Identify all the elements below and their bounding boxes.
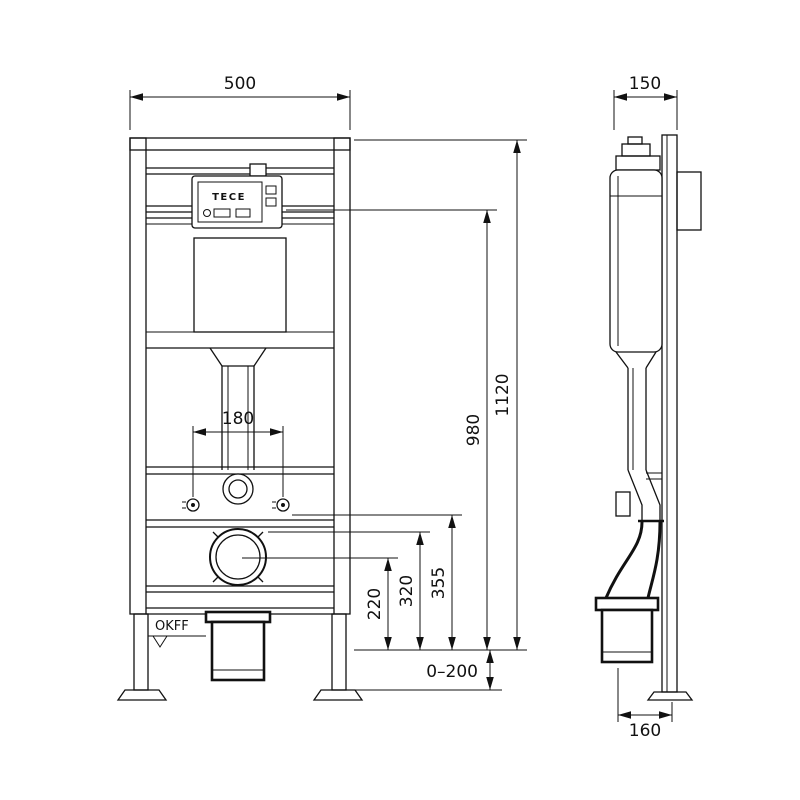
okff-datum: OKFF xyxy=(148,619,206,648)
dim-bolt-spacing: 180 xyxy=(192,409,284,497)
drain-elbow-side xyxy=(594,519,664,664)
fixing-bolts xyxy=(182,498,290,512)
outlet-front xyxy=(204,610,272,682)
foot-plate-right xyxy=(312,689,364,701)
datum-triangle-icon xyxy=(152,635,168,648)
okff-label: OKFF xyxy=(155,619,189,634)
dim-label-total-height: 1120 xyxy=(493,373,513,416)
cistern-side xyxy=(609,136,663,353)
front-view: TECE xyxy=(116,137,364,701)
drain-circle xyxy=(209,528,267,586)
dim-outlet-height: 220 xyxy=(242,557,398,650)
tece-logo: TECE xyxy=(212,192,246,203)
dim-bend-height: 320 xyxy=(268,531,430,650)
dim-label-actuation-height: 980 xyxy=(464,414,484,446)
dim-side-depth: 150 xyxy=(613,74,678,130)
wall-bracket xyxy=(676,171,702,231)
side-foot-plate xyxy=(646,691,694,701)
outlet-flange-side xyxy=(594,596,660,612)
pipe-clamp xyxy=(222,473,254,505)
dimensions: 500 1120 980 355 320 xyxy=(129,74,678,741)
dim-total-height: 1120 xyxy=(354,139,527,650)
side-view xyxy=(594,134,702,701)
dim-foot-adjust: 0–200 xyxy=(426,650,494,690)
dim-label-side-depth: 150 xyxy=(629,74,661,94)
outlet-side xyxy=(600,608,654,664)
flush-pipe-front xyxy=(209,347,267,470)
dim-label-front-width: 500 xyxy=(224,74,256,94)
dim-actuation-height: 980 xyxy=(286,209,497,650)
flush-plate: TECE xyxy=(191,163,283,229)
dim-label-bolt-spacing: 180 xyxy=(222,409,254,429)
dim-label-fixing-height: 355 xyxy=(429,567,449,599)
frame-rails xyxy=(116,137,364,701)
dim-label-foot-adjust: 0–200 xyxy=(426,662,478,682)
side-rail xyxy=(646,134,702,701)
dim-fixing-height: 355 xyxy=(292,514,462,650)
flush-pipe-side xyxy=(615,351,662,522)
dim-label-outlet-height: 220 xyxy=(365,588,385,620)
dim-bottom-depth: 160 xyxy=(617,668,673,741)
dim-front-width: 500 xyxy=(129,74,351,130)
foot-plate-left xyxy=(116,689,168,701)
access-shaft xyxy=(193,237,287,333)
pipe-bracket xyxy=(615,491,631,517)
dim-label-bend-height: 320 xyxy=(397,575,417,607)
cistern-front xyxy=(145,167,335,349)
dim-label-bottom-depth: 160 xyxy=(629,721,661,741)
